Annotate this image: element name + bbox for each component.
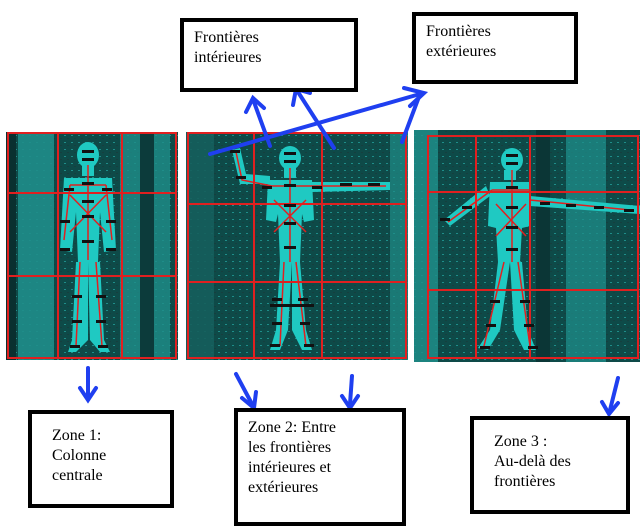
joint-marks <box>440 154 634 349</box>
zone1-label: Zone 1: Colonne centrale <box>28 410 174 508</box>
arrow-icon <box>400 92 422 144</box>
panel-zone1-grid <box>7 132 177 359</box>
arrows <box>78 86 620 418</box>
panel-zone2 <box>186 132 408 360</box>
arrow-icon <box>600 400 620 418</box>
panel-zone3-grid <box>427 135 639 359</box>
inner-boundaries-label: Frontières intérieures <box>180 18 358 92</box>
arrow-icon <box>234 372 254 406</box>
zone3-label: Zone 3 : Au-delà des frontières <box>470 416 630 514</box>
arrow-icon <box>348 374 354 406</box>
arrow-icon <box>78 386 98 404</box>
outer-boundaries-label: Frontières extérieures <box>412 12 578 84</box>
panel-zone2-grid <box>187 132 407 359</box>
joint-marks <box>60 150 116 348</box>
panel-zone1 <box>6 132 178 360</box>
joint-marks <box>230 150 380 347</box>
arrow-icon <box>244 94 266 114</box>
zone2-label: Zone 2: Entre les frontières intérieures… <box>234 408 406 526</box>
arrow-icon <box>402 86 429 108</box>
arrow-icon <box>296 90 336 150</box>
arrow-icon <box>608 376 620 412</box>
panel-zone3 <box>414 130 640 362</box>
arrow-icon <box>208 92 422 156</box>
